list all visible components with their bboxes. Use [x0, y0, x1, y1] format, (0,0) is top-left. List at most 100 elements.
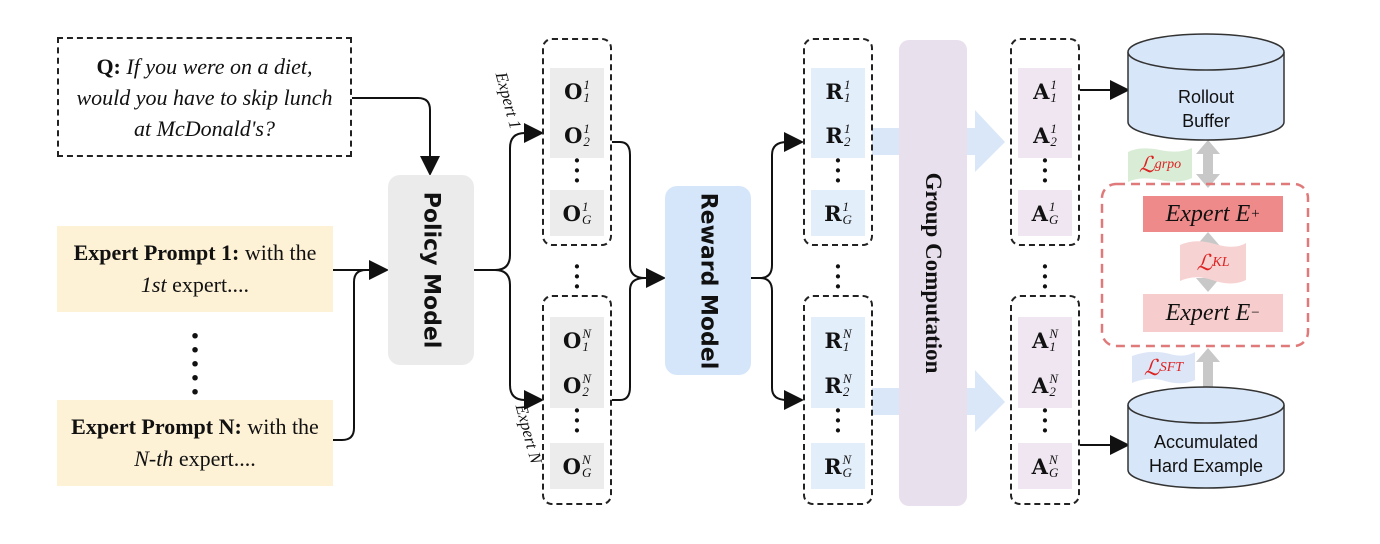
expert-prompt-1: Expert Prompt 1: with the 1st expert.... [57, 226, 333, 312]
reward-subscript: 2 [842, 384, 850, 399]
advantage-symbol: A [1032, 327, 1049, 353]
rollout-buffer-line2: Buffer [1182, 111, 1230, 131]
output-subscript: 1 [583, 90, 590, 105]
reward-symbol: R [824, 327, 842, 353]
expert-prompt-1-text: with the [239, 240, 317, 265]
expert-prompt-n: Expert Prompt N: with the N-th expert...… [57, 400, 333, 486]
expert-prompt-n-text: with the [241, 414, 319, 439]
output-symbol: O [564, 78, 583, 104]
output-superscript: N [582, 326, 591, 341]
output-superscript: 1 [583, 77, 590, 92]
question-line1: If you were on a diet, [120, 53, 313, 79]
question-box: Q: If you were on a diet, would you have… [57, 37, 352, 157]
output-subscript: G [581, 465, 592, 480]
reward-superscript: N [842, 326, 852, 341]
output-superscript: 1 [581, 199, 589, 214]
question-prefix: Q: [96, 53, 121, 79]
output-subscript: G [581, 212, 592, 227]
reward-vdots: ··· [833, 146, 843, 195]
output-superscript: N [581, 452, 591, 467]
reward-symbol: R [824, 372, 842, 398]
output-symbol: O [562, 200, 581, 226]
advantage-symbol: A [1033, 78, 1050, 104]
advantage-subscript: 2 [1049, 384, 1056, 399]
reward-symbol: R [825, 122, 843, 148]
question-line3: at McDonald's? [134, 115, 275, 141]
hard-example-line2: Hard Example [1148, 456, 1264, 476]
rollout-buffer-cylinder [1127, 33, 1285, 141]
hard-example-line1: Accumulated [1153, 432, 1259, 452]
hard-example-label: Accumulated Hard Example [1128, 430, 1284, 478]
group-computation-box: Group Computation [899, 40, 967, 506]
expert-prompt-1-tail: expert.... [166, 272, 250, 297]
reward-model-label: Reward Model [695, 192, 721, 369]
advantage-group-1 [1010, 38, 1080, 246]
loss-kl-symbol: ℒ [1196, 250, 1213, 275]
advantage-group-n [1010, 295, 1080, 505]
hard-example-cylinder [1127, 386, 1285, 489]
reward-groups-vdots: ··· [833, 252, 843, 301]
advantage-vdots: ··· [1040, 396, 1050, 445]
output-groups-vdots: ··· [572, 252, 582, 301]
loss-grpo-sub: grpo [1154, 157, 1182, 172]
expert-minus-sup: − [1250, 304, 1261, 321]
reward-group-1 [803, 38, 873, 246]
reward-superscript: N [842, 371, 852, 386]
reward-superscript: 1 [843, 77, 851, 92]
advantage-subscript: 1 [1050, 90, 1057, 105]
advantage-symbol: A [1031, 453, 1048, 479]
advantage-vdots: ··· [1040, 146, 1050, 195]
output-group-1 [542, 38, 612, 246]
loss-kl-sub: KL [1212, 255, 1230, 270]
reward-subscript: 1 [842, 339, 850, 354]
reward-model-box: Reward Model [665, 186, 751, 375]
output-group-n [542, 295, 612, 505]
reward-subscript: G [842, 212, 852, 227]
reward-subscript: 2 [843, 134, 851, 149]
advantage-symbol: A [1033, 122, 1050, 148]
expert-minus-box: Expert E− [1143, 294, 1283, 332]
advantage-symbol: A [1032, 372, 1049, 398]
advantage-superscript: 1 [1048, 199, 1056, 214]
advantage-subscript: G [1048, 212, 1059, 227]
advantage-subscript: G [1048, 465, 1059, 480]
output-symbol: O [562, 453, 581, 479]
reward-group-n [803, 295, 873, 505]
output-subscript: 1 [582, 339, 589, 354]
expert-minus-text: Expert E [1165, 299, 1251, 326]
question-line2: would you have to skip lunch [76, 84, 333, 110]
expert-prompt-1-ordinal: 1st [140, 272, 167, 297]
advantage-symbol: A [1031, 200, 1048, 226]
output-superscript: 1 [583, 121, 590, 136]
expert-prompt-1-title: Expert Prompt 1: [73, 240, 240, 265]
advantage-groups-vdots: ··· [1040, 252, 1050, 301]
reward-superscript: 1 [843, 121, 851, 136]
expert-plus-box: Expert E+ [1143, 196, 1283, 232]
advantage-superscript: N [1048, 452, 1058, 467]
advantage-superscript: N [1049, 326, 1058, 341]
expert-plus-text: Expert E [1165, 200, 1251, 227]
reward-subscript: G [842, 465, 852, 480]
output-vdots: ··· [572, 396, 582, 445]
expert-prompt-vdots: ····· [189, 318, 201, 411]
reward-symbol: R [824, 200, 842, 226]
reward-superscript: 1 [842, 199, 850, 214]
rollout-buffer-line1: Rollout [1177, 87, 1235, 107]
output-vdots: ··· [572, 146, 582, 195]
output-superscript: N [582, 371, 591, 386]
advantage-superscript: 1 [1050, 77, 1057, 92]
